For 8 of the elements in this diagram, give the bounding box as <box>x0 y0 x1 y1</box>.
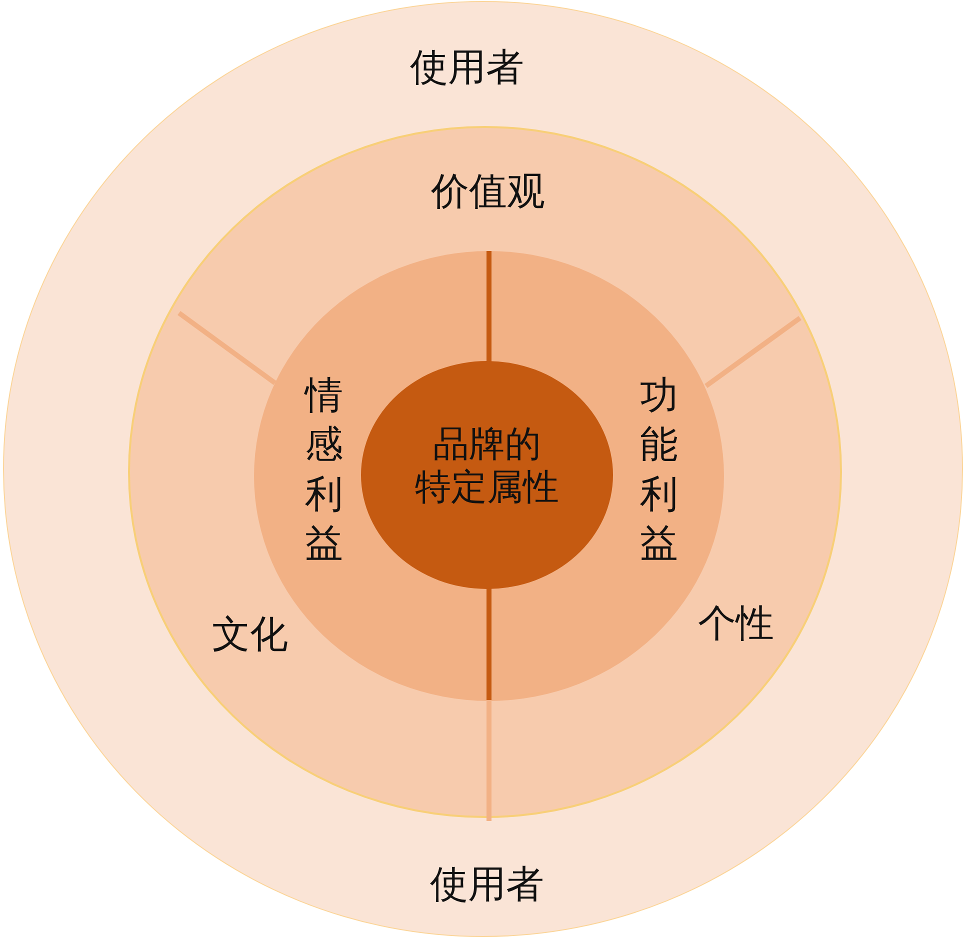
center-label: 品牌的特定属性 <box>415 423 559 510</box>
ring-label: 使用者 <box>430 862 544 908</box>
ring-label: 个性 <box>698 601 774 647</box>
ring-label: 使用者 <box>410 45 524 91</box>
ring-label: 价值观 <box>431 169 545 215</box>
vertical-label: 情感利益 <box>305 372 344 568</box>
ring-label: 文化 <box>212 612 288 658</box>
vertical-label: 功能利益 <box>640 372 679 568</box>
